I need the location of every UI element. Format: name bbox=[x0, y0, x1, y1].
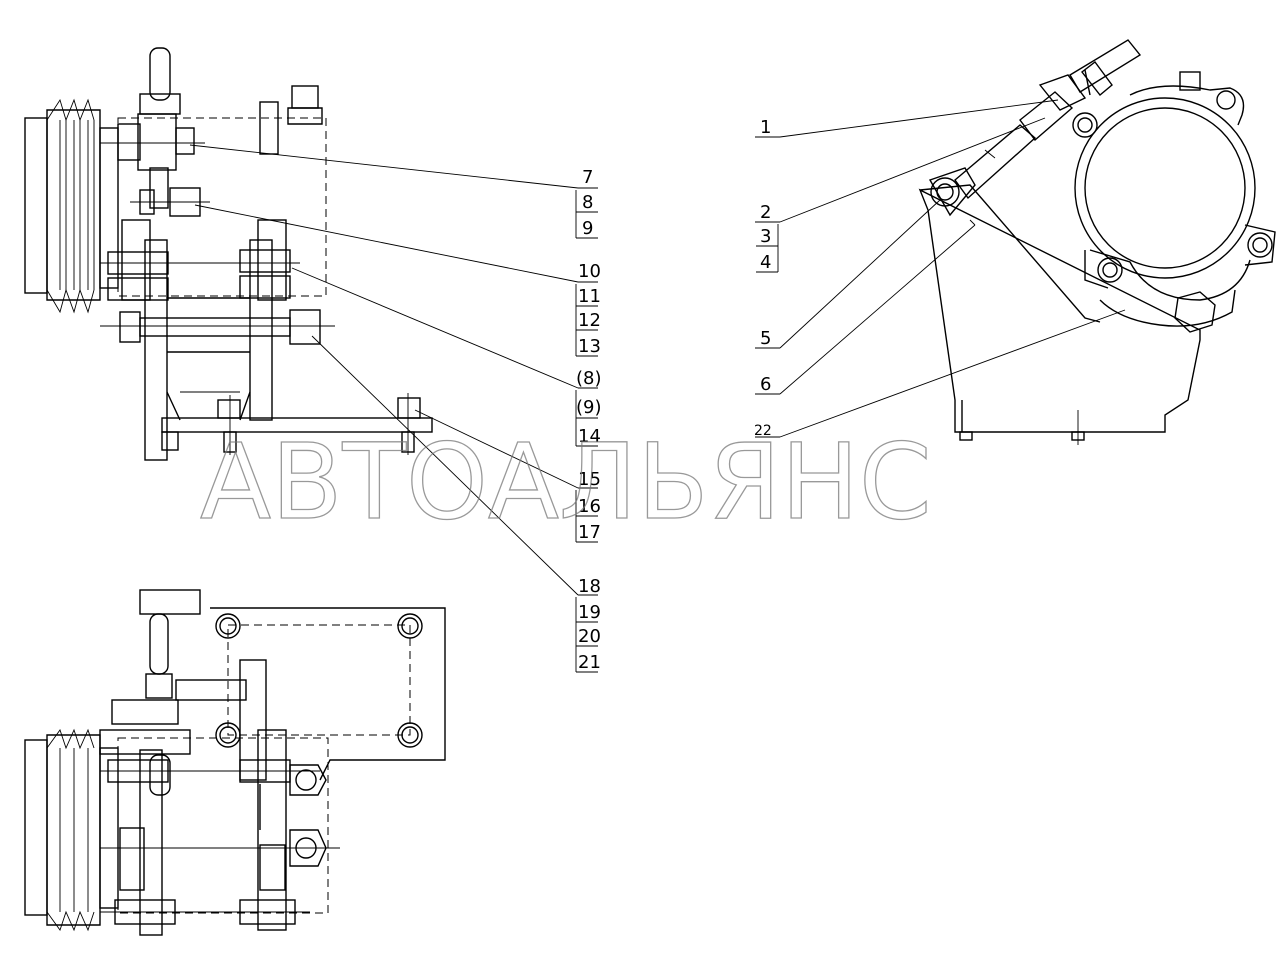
callout-6: 6 bbox=[760, 374, 771, 395]
callout-9-ref: (9) bbox=[576, 397, 602, 418]
watermark: АВТОАЛЬЯНС bbox=[200, 421, 932, 543]
callout-14: 14 bbox=[578, 426, 601, 447]
callout-21: 21 bbox=[578, 652, 601, 673]
callout-2: 2 bbox=[760, 202, 771, 223]
callout-20: 20 bbox=[578, 626, 601, 647]
callout-4: 4 bbox=[760, 252, 771, 273]
top-view-bottom-left bbox=[24, 589, 446, 936]
callout-8: 8 bbox=[582, 192, 593, 213]
callout-3: 3 bbox=[760, 226, 771, 247]
callout-13: 13 bbox=[578, 336, 601, 357]
callout-19: 19 bbox=[578, 602, 601, 623]
callout-16: 16 bbox=[578, 496, 601, 517]
callout-15: 15 bbox=[578, 469, 601, 490]
callout-8-ref: (8) bbox=[576, 368, 602, 389]
callout-18: 18 bbox=[578, 576, 601, 597]
pulley bbox=[24, 98, 119, 314]
leader-lines bbox=[189, 99, 1126, 673]
callout-11: 11 bbox=[578, 286, 601, 307]
callout-labels: 7 8 9 10 11 12 13 (8) (9) 14 15 16 17 18… bbox=[576, 117, 772, 673]
callout-5: 5 bbox=[760, 328, 771, 349]
callout-22: 22 bbox=[754, 423, 772, 439]
callout-9: 9 bbox=[582, 218, 593, 239]
callout-7: 7 bbox=[582, 167, 593, 188]
front-view-top-left bbox=[24, 47, 433, 461]
callout-1: 1 bbox=[760, 117, 771, 138]
side-view-right bbox=[918, 39, 1276, 445]
callout-10: 10 bbox=[578, 261, 601, 282]
callout-12: 12 bbox=[578, 310, 601, 331]
callout-17: 17 bbox=[578, 522, 601, 543]
